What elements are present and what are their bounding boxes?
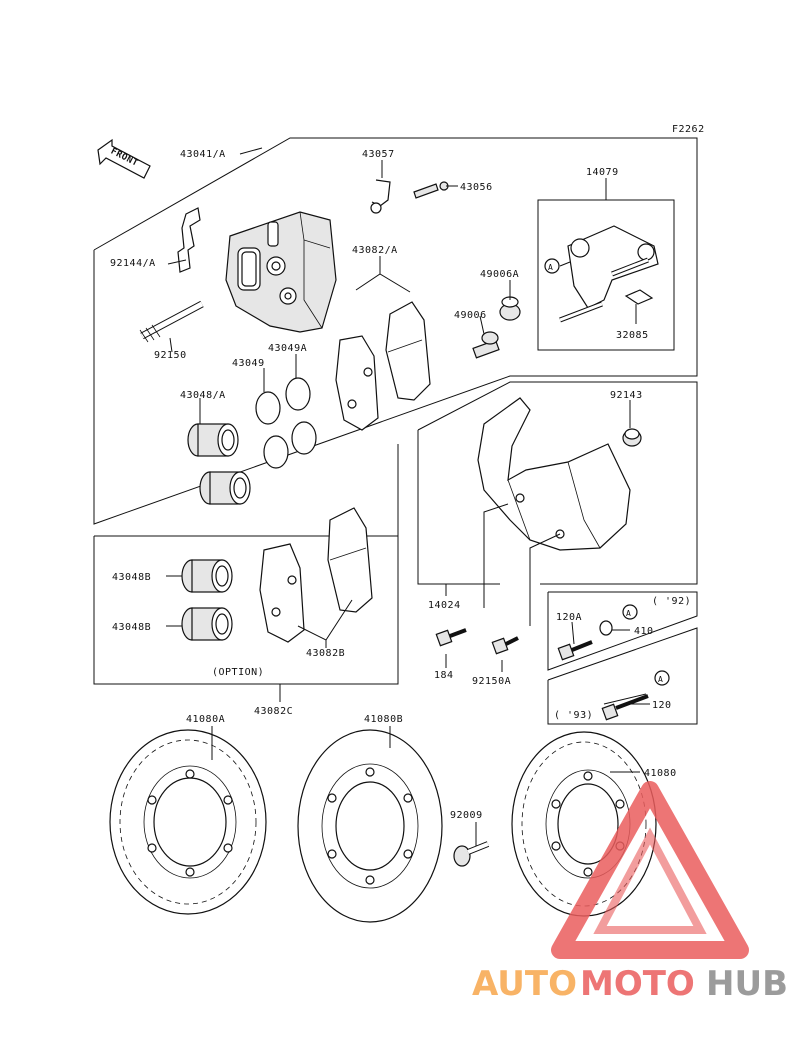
label-41080A: 41080A xyxy=(186,714,225,725)
caliper-bracket xyxy=(559,225,659,323)
watermark-text-hub: HUB xyxy=(706,964,788,1004)
brake-disc-41080 xyxy=(511,731,657,917)
watermark-text-moto: MOTO xyxy=(580,964,695,1004)
label-year-92: ( '92) xyxy=(652,596,691,607)
piston-seals xyxy=(255,377,317,469)
watermark-text-auto: AUTO xyxy=(472,964,577,1004)
label-43082A: 43082/A xyxy=(352,245,398,256)
collar-92143 xyxy=(622,428,642,447)
label-92144A: 92144/A xyxy=(110,258,156,269)
svg-text:A: A xyxy=(548,263,553,272)
bolt-120A xyxy=(557,620,613,661)
label-410: 410 xyxy=(634,626,654,637)
ref-a-92: A xyxy=(622,604,638,620)
label-14024: 14024 xyxy=(428,600,461,611)
boot-and-pin xyxy=(472,296,521,359)
bleeder-valve xyxy=(370,179,449,214)
label-92150A: 92150A xyxy=(472,676,511,687)
caliper-body xyxy=(225,211,337,333)
label-43049: 43049 xyxy=(232,358,265,369)
disc-bolt-92009 xyxy=(453,841,490,867)
option-label: (OPTION) xyxy=(212,667,264,678)
label-41080B: 41080B xyxy=(364,714,403,725)
label-184: 184 xyxy=(434,670,454,681)
svg-text:A: A xyxy=(658,675,663,684)
brake-disc-41080A xyxy=(109,729,267,915)
label-49006: 49006 xyxy=(454,310,487,321)
caliper-pin xyxy=(139,300,204,343)
year-92-box xyxy=(547,591,698,671)
label-43049A: 43049A xyxy=(268,343,307,354)
svg-text:A: A xyxy=(626,609,631,618)
watermark-logo: AUTO MOTO HUB xyxy=(472,781,788,1004)
ref-a-bracket: A xyxy=(544,258,560,274)
disc-cover-box xyxy=(417,381,698,585)
figure-code: F2262 xyxy=(672,124,705,135)
label-14079: 14079 xyxy=(586,167,619,178)
label-43048B-2: 43048B xyxy=(112,622,151,633)
label-41080: 41080 xyxy=(644,768,677,779)
year-93-box xyxy=(547,627,698,725)
ref-a-93: A xyxy=(654,670,670,686)
label-43041A: 43041/A xyxy=(180,149,226,160)
disc-cover xyxy=(477,397,631,551)
caliper-assembly-outline xyxy=(93,137,698,525)
label-43082C: 43082C xyxy=(254,706,293,717)
bolt-184 xyxy=(435,628,467,647)
caliper-piston-2 xyxy=(199,471,251,505)
disc-cover-box-left xyxy=(417,430,500,585)
label-32085: 32085 xyxy=(616,330,649,341)
label-43048B-1: 43048B xyxy=(112,572,151,583)
bolt-92150A xyxy=(491,636,519,655)
option-box-frame xyxy=(93,536,399,685)
label-120: 120 xyxy=(652,700,672,711)
front-arrow-icon: FRONT xyxy=(97,138,151,179)
brake-disc-41080B xyxy=(297,729,443,923)
label-92009: 92009 xyxy=(450,810,483,821)
label-92150: 92150 xyxy=(154,350,187,361)
label-43082B: 43082B xyxy=(306,648,345,659)
option-piston-2 xyxy=(181,607,233,641)
leader-lines xyxy=(166,147,650,846)
bolt-120 xyxy=(601,694,649,721)
pad-spring xyxy=(177,207,201,273)
label-43057: 43057 xyxy=(362,149,395,160)
label-120A: 120A xyxy=(556,612,582,623)
brake-pads-b xyxy=(259,507,373,643)
caliper-piston-1 xyxy=(187,423,239,457)
label-43048A: 43048/A xyxy=(180,390,226,401)
label-49006A: 49006A xyxy=(480,269,519,280)
label-43056: 43056 xyxy=(460,182,493,193)
label-year-93: ( '93) xyxy=(554,710,593,721)
brake-pads-a xyxy=(335,301,431,431)
option-piston-1 xyxy=(181,559,233,593)
label-92143: 92143 xyxy=(610,390,643,401)
